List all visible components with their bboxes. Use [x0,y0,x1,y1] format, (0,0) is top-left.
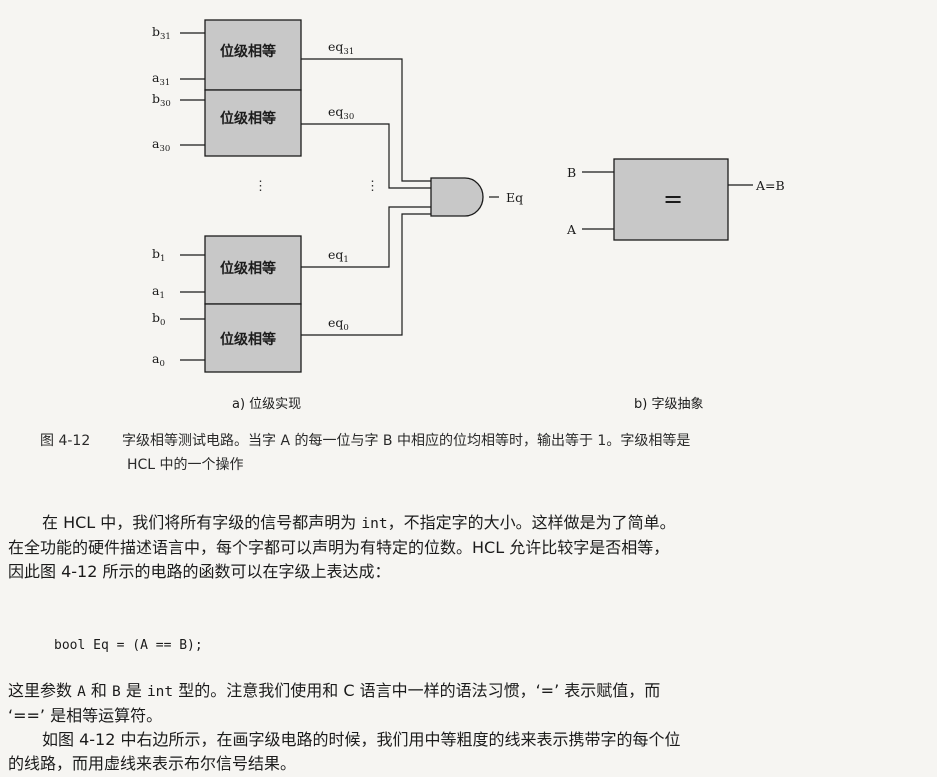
paragraph-1-line-2: 在全功能的硬件描述语言中，每个字都可以声明为有特定的位数。HCL 允许比较字是否… [8,538,670,557]
code-int-2: int [146,684,174,700]
bit-equal-block [204,235,302,305]
paragraph-3: 如图 4-12 中右边所示，在画字级电路的时候，我们用中等粗度的线来表示携带字的… [8,728,928,776]
ellipsis-right: ⋮ [366,179,379,194]
caption-line-2: HCL 中的一个操作 [127,457,244,473]
word-equality-figure: 位级相等b31a31eq31位级相等b30a30eq30位级相等b1a1eq1位… [152,19,785,412]
paragraph-2-line-2: ‘==’ 是相等运算符。 [8,706,163,725]
caption-a: a) 位级实现 [232,397,301,412]
and-gate [430,177,484,217]
paragraph-1: 在 HCL 中，我们将所有字级的信号都声明为 int，不指定字的大小。这样做是为… [8,511,928,584]
eq-output-label: eq1 [328,247,349,265]
paragraph-3-line-2: 的线路，而用虚线来表示布尔信号结果。 [8,754,297,773]
eq-output-label: eq0 [328,315,349,333]
code-b: B [112,684,121,700]
paragraph-1-line-3: 因此图 4-12 所示的电路的函数可以在字级上表达成： [8,562,391,581]
bit-equal-block [204,19,302,91]
word-input-a-label: A [566,222,577,237]
paragraph-1-line-1: 在 HCL 中，我们将所有字级的信号都声明为 int，不指定字的大小。这样做是为… [42,513,676,532]
equal-symbol: = [663,185,683,213]
input-b-label: b31 [152,24,171,42]
word-level-comparator: B A = A=B [566,158,785,241]
caption-b: b) 字级抽象 [634,397,703,412]
eq-output-label: eq31 [328,39,354,57]
figure-caption: 图 4-12 字级相等测试电路。当字 A 的每一位与字 B 中相应的位均相等时，输… [40,429,920,477]
input-b-label: b0 [152,310,165,328]
input-b-label: b30 [152,91,171,109]
bit-block-1: 位级相等 b30 a30 eq30 [152,89,354,157]
block-label: 位级相等 [220,331,276,348]
input-b-label: b1 [152,246,165,264]
input-a-label: a0 [152,351,165,369]
input-a-label: a1 [152,283,165,301]
code-a: A [77,684,86,700]
code-int: int [361,516,388,532]
eq-output-label: eq30 [328,104,354,122]
input-a-label: a31 [152,70,170,88]
bit-equal-block [204,89,302,157]
eq-wires [301,58,499,336]
bit-block-2: 位级相等 b1 a1 eq1 [152,235,349,305]
code-snippet: bool Eq = (A == B); [54,638,203,653]
bit-equal-block [204,303,302,373]
word-equal-block [613,158,729,241]
caption-line-1: 字级相等测试电路。当字 A 的每一位与字 B 中相应的位均相等时，输出等于 1。… [122,433,691,449]
word-output-label: A=B [755,178,785,193]
bit-equality-blocks: 位级相等b31a31eq31位级相等b30a30eq30位级相等b1a1eq1位… [152,19,354,373]
block-label: 位级相等 [220,43,276,60]
paragraph-2: 这里参数 A 和 B 是 int 型的。注意我们使用和 C 语言中一样的语法习惯… [8,679,928,728]
block-label: 位级相等 [220,110,276,127]
paragraph-2-line-1: 这里参数 A 和 B 是 int 型的。注意我们使用和 C 语言中一样的语法习惯… [8,681,661,700]
bit-block-0: 位级相等 b31 a31 eq31 [152,19,354,91]
and-output-label: Eq [506,190,523,205]
ellipsis-left: ⋮ [254,179,267,194]
paragraph-3-line-1: 如图 4-12 中右边所示，在画字级电路的时候，我们用中等粗度的线来表示携带字的… [42,730,681,749]
bit-block-3: 位级相等 b0 a0 eq0 [152,303,349,373]
word-input-b-label: B [567,165,576,180]
block-label: 位级相等 [220,260,276,277]
input-a-label: a30 [152,136,170,154]
figure-number: 图 4-12 [40,433,91,449]
